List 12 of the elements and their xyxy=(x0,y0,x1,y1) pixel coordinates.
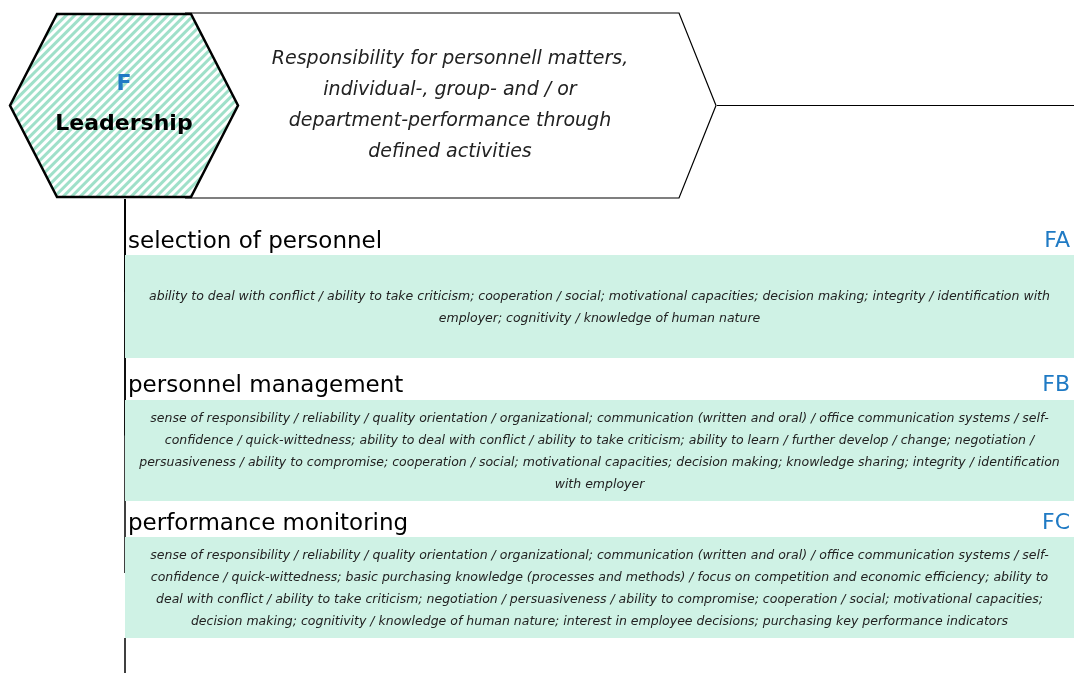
competency-band: ability to deal with conflict / ability to take criticism; cooperation / social; motivational capacities; decision making; integrity / identification with employer; cognitivity / knowledge of human nature xyxy=(125,255,1074,358)
section-code: FA xyxy=(1044,226,1070,254)
competency-band: sense of responsibility / reliability / quality orientation / organizational; communication (written and oral) / office communication systems / self-confidence / quick-wittedness; basic purchasing knowledge (processes and methods) / focus on competition and economic efficiency; ability to deal with conflict / ability to take criticism; negotiation / persuasiveness / ability to compromise; cooperation / social; motivational capacities; decision making; cognitivity / knowledge of human nature; interest in employee decisions; purchasing key performance indicators xyxy=(125,537,1074,638)
competency-band: sense of responsibility / reliability / quality orientation / organizational; communication (written and oral) / office communication systems / self-confidence / quick-wittedness; ability to deal with conflict / ability to take criticism; ability to learn / further develop / change; negotiation / persuasiveness / ability to compromise; cooperation / social; motivational capacities; decision making; knowledge sharing; integrity / identification with employer xyxy=(125,400,1074,501)
category-code: F xyxy=(115,70,133,95)
description-text: Responsibility for personnell matters, individual-, group- and / or department-performance through defined activities xyxy=(270,45,630,163)
section-heading: personnel management xyxy=(128,370,404,398)
section-heading: performance monitoring xyxy=(128,508,409,536)
section-code: FC xyxy=(1042,508,1070,536)
section-heading: selection of personnel xyxy=(128,226,383,254)
category-title: Leadership xyxy=(54,110,194,135)
section-code: FB xyxy=(1042,370,1070,398)
